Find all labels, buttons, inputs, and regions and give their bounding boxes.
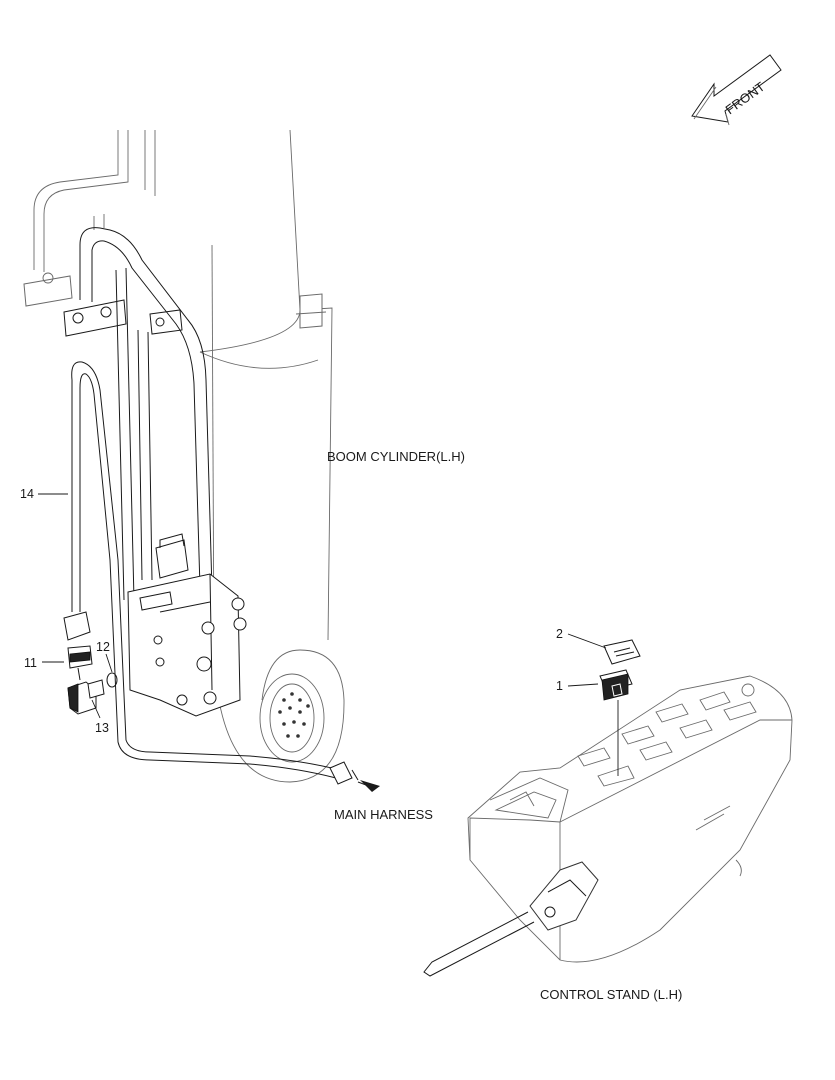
callout-1: 1 [556,679,563,693]
callout-14: 14 [20,487,34,501]
harness-connector [329,761,380,792]
main-harness-label: MAIN HARNESS [334,807,433,822]
valve-block [127,533,247,717]
sensor-harness [71,361,341,779]
o-ring-12 [106,672,118,688]
control-stand-label: CONTROL STAND (L.H) [540,987,682,1002]
callout-11: 11 [24,656,37,670]
pressure-sensor [63,611,118,715]
front-arrow: FRONT [691,54,782,126]
boom-piping [23,130,156,307]
trunnion-holes [278,692,310,738]
callout-leaders [38,493,607,719]
callout-13: 13 [95,721,109,735]
boom-cylinder-label: BOOM CYLINDER(L.H) [327,449,465,464]
callout-2: 2 [556,627,563,641]
switch-assembly [599,639,641,776]
hydraulic-pipe [63,227,213,601]
control-stand [423,675,793,977]
boom-cylinder [199,129,345,783]
switch-cover-2 [603,639,641,665]
callout-12: 12 [96,640,110,654]
